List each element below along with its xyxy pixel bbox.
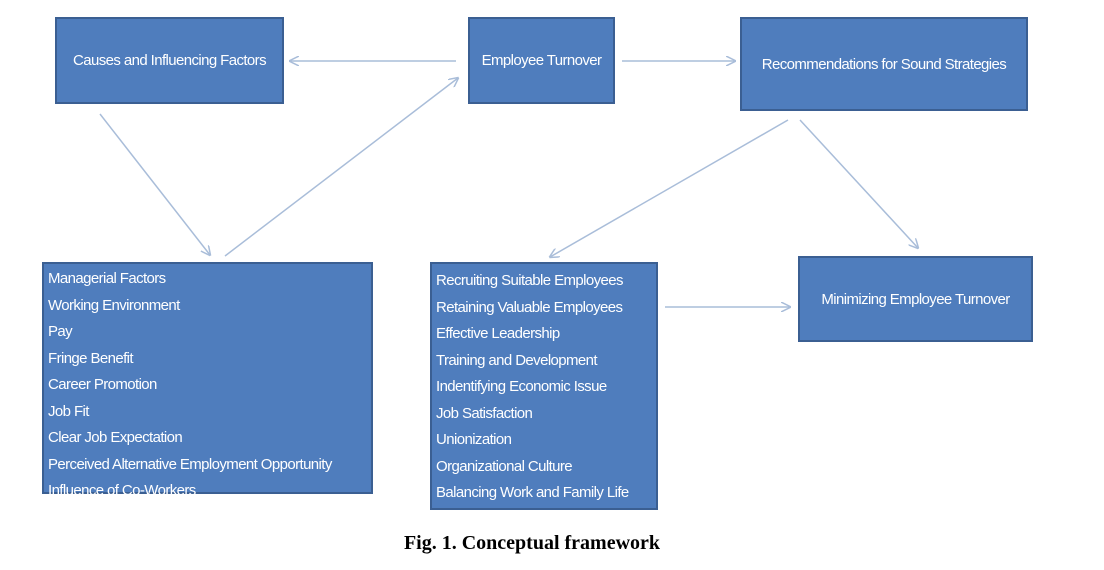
arrow-recommendations-to-strategies (550, 119, 789, 257)
factor-item: Working Environment (48, 296, 180, 314)
factor-item: Perceived Alternative Employment Opportu… (48, 455, 332, 473)
strategy-item: Organizational Culture (436, 457, 573, 475)
turnover-box: Employee Turnover (468, 17, 615, 104)
figure-caption: Fig. 1. Conceptual framework (403, 532, 661, 554)
factor-item: Fringe Benefit (48, 349, 134, 367)
factor-item: Job Fit (48, 402, 89, 420)
factor-item: Career Promotion (48, 376, 157, 393)
strategies-list-box: Recruiting Suitable Employees Retaining … (430, 262, 658, 510)
strategy-item: Recruiting Suitable Employees (436, 272, 623, 289)
factors-list-box: Managerial Factors Working Environment P… (42, 262, 373, 499)
arrow-factors-to-turnover (224, 78, 458, 257)
strategy-item: Balancing Work and Family Life (436, 484, 629, 501)
factor-item: Managerial Factors (48, 270, 166, 287)
arrow-causes-to-factors (99, 113, 210, 255)
factor-item: Influence of Co-Workers (48, 482, 196, 499)
minimizing-box: Minimizing Employee Turnover (798, 256, 1033, 342)
strategy-item: Job Satisfaction (436, 404, 533, 422)
strategy-item: Indentifying Economic Issue (436, 378, 607, 395)
recommendations-box: Recommendations for Sound Strategies (740, 17, 1028, 111)
factor-item: Pay (48, 323, 73, 340)
strategy-item: Training and Development (436, 351, 598, 369)
strategy-item: Unionization (436, 431, 512, 448)
strategy-item: Effective Leadership (436, 325, 560, 342)
factor-item: Clear Job Expectation (48, 429, 183, 446)
arrow-recommendations-to-minimizing (799, 119, 918, 248)
causes-box: Causes and Influencing Factors (55, 17, 284, 104)
strategy-item: Retaining Valuable Employees (436, 298, 623, 316)
